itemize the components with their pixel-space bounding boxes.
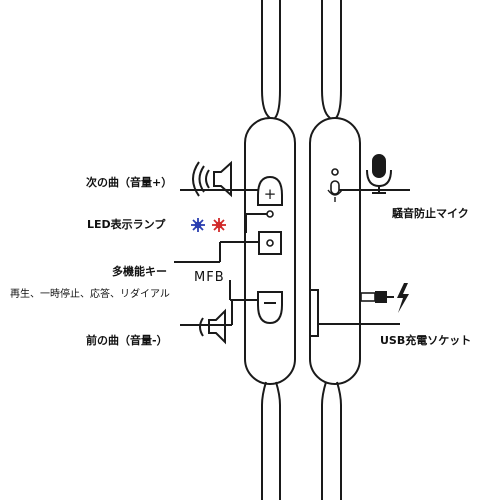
minus-button[interactable] bbox=[257, 291, 283, 325]
led-star-icon bbox=[191, 218, 226, 232]
volume-up-label: 次の曲（音量+） bbox=[86, 176, 173, 189]
right-remote-body bbox=[309, 117, 361, 385]
multi-key-desc: 再生、一時停止、応答、リダイアル bbox=[10, 289, 170, 300]
led-label: LED表示ランプ bbox=[87, 218, 166, 231]
right-cable-bottom bbox=[321, 381, 327, 500]
plus-symbol: + bbox=[264, 185, 277, 203]
led-indicator bbox=[266, 210, 274, 218]
mic-label: 騒音防止マイク bbox=[392, 207, 469, 220]
left-cable-bottom bbox=[261, 381, 267, 500]
right-cable bbox=[321, 0, 331, 119]
mic-hole bbox=[327, 168, 343, 202]
mfb-label: MFB bbox=[194, 270, 225, 285]
led-red-star bbox=[212, 218, 226, 232]
speaker-loud-icon bbox=[192, 160, 232, 198]
usb-socket bbox=[309, 289, 319, 337]
volume-down-label: 前の曲（音量-） bbox=[86, 334, 168, 347]
mfb-button[interactable] bbox=[258, 231, 282, 255]
left-cable bbox=[261, 0, 271, 119]
left-remote-body bbox=[244, 117, 296, 385]
speaker-quiet-icon bbox=[199, 308, 226, 345]
usb-label: USB充電ソケット bbox=[380, 334, 472, 347]
plus-button[interactable]: + bbox=[257, 175, 283, 206]
left-cable-bottom-right bbox=[275, 381, 281, 500]
microphone-icon bbox=[366, 154, 392, 194]
right-cable-right bbox=[335, 0, 342, 119]
right-cable-bottom-right bbox=[336, 381, 342, 500]
usb-charge-icon bbox=[360, 283, 409, 313]
multi-key-label: 多機能キー bbox=[112, 265, 167, 278]
left-cable-right bbox=[274, 0, 281, 119]
led-blue-star bbox=[191, 218, 205, 232]
